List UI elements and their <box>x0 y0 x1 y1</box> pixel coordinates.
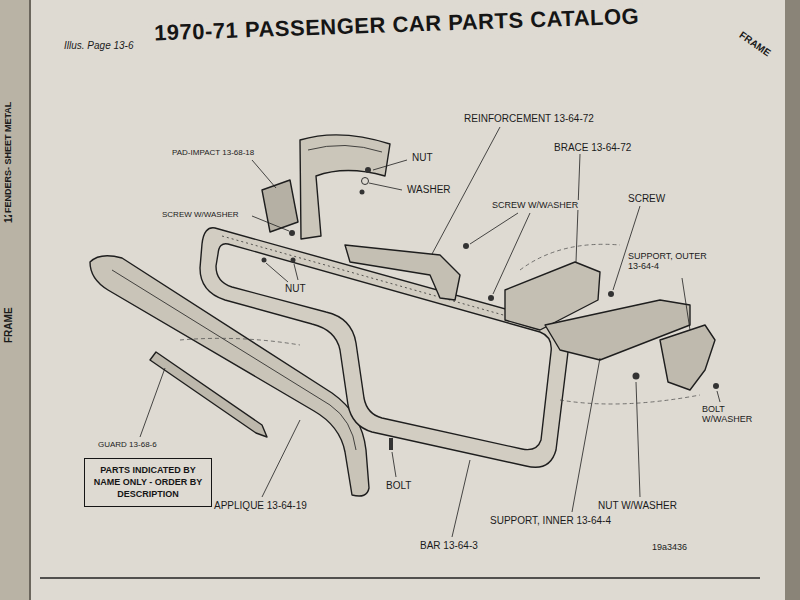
part-name: SCREW <box>626 193 667 205</box>
note-box: PARTS INDICATED BY NAME ONLY - ORDER BY … <box>84 458 212 507</box>
part-name: APPLIQUE 13-64-19 <box>212 500 309 512</box>
bar-holes <box>222 236 546 327</box>
drawing-number: 19a3436 <box>650 542 689 552</box>
part-name: NUT W/WASHER <box>596 500 679 512</box>
page-edge <box>29 0 31 600</box>
screw <box>488 295 494 301</box>
part-name: PAD-IMPACT 13-68-18 <box>170 148 256 157</box>
page <box>30 0 785 600</box>
part-name: GUARD 13-68-6 <box>96 440 159 449</box>
part-name: WASHER <box>405 184 453 196</box>
part-name: BOLT W/WASHER <box>700 404 766 425</box>
part-name: SUPPORT, OUTER 13-64-4 <box>626 251 714 272</box>
assembly-lines <box>180 244 700 404</box>
part-name: SUPPORT, INNER 13-64-4 <box>488 515 613 527</box>
part-name: SCREW W/WASHER <box>490 200 580 210</box>
bolt <box>713 383 719 389</box>
section-tab: FENDERS- SHEET METAL <box>3 100 13 215</box>
nut <box>262 258 267 263</box>
part-name: NUT <box>283 283 308 295</box>
leader-lines <box>140 127 720 537</box>
part-name: NUT <box>410 152 435 164</box>
section-tab: FRAME <box>3 305 15 345</box>
side-tabs <box>0 0 30 600</box>
binding-shadow <box>785 0 800 600</box>
outer-support <box>660 325 715 390</box>
bumper-bar <box>200 228 569 467</box>
part-name: BOLT <box>384 480 413 492</box>
impact-pad <box>262 180 298 232</box>
washer <box>362 178 369 185</box>
screw <box>608 291 614 297</box>
part-name: REINFORCEMENT 13-64-72 <box>462 113 596 125</box>
page-reference: Illus. Page 13-6 <box>62 40 136 52</box>
part-name: BRACE 13-64-72 <box>552 142 633 154</box>
parts <box>90 135 715 496</box>
page-rule <box>40 577 760 579</box>
washer <box>360 190 365 195</box>
reinforcement <box>345 245 460 300</box>
fasteners <box>262 167 720 450</box>
part-name: BAR 13-64-3 <box>418 540 480 552</box>
part-name: SCREW W/WASHER <box>160 210 241 219</box>
nut <box>291 258 296 263</box>
guard <box>150 352 267 437</box>
bolt <box>389 438 393 450</box>
valance-edge <box>308 145 382 152</box>
nut <box>633 373 640 380</box>
screw <box>289 230 295 236</box>
note-text: PARTS INDICATED BY NAME ONLY - ORDER BY … <box>89 464 207 500</box>
valance-panel <box>300 135 390 239</box>
screw <box>463 243 469 249</box>
nut <box>365 167 371 173</box>
